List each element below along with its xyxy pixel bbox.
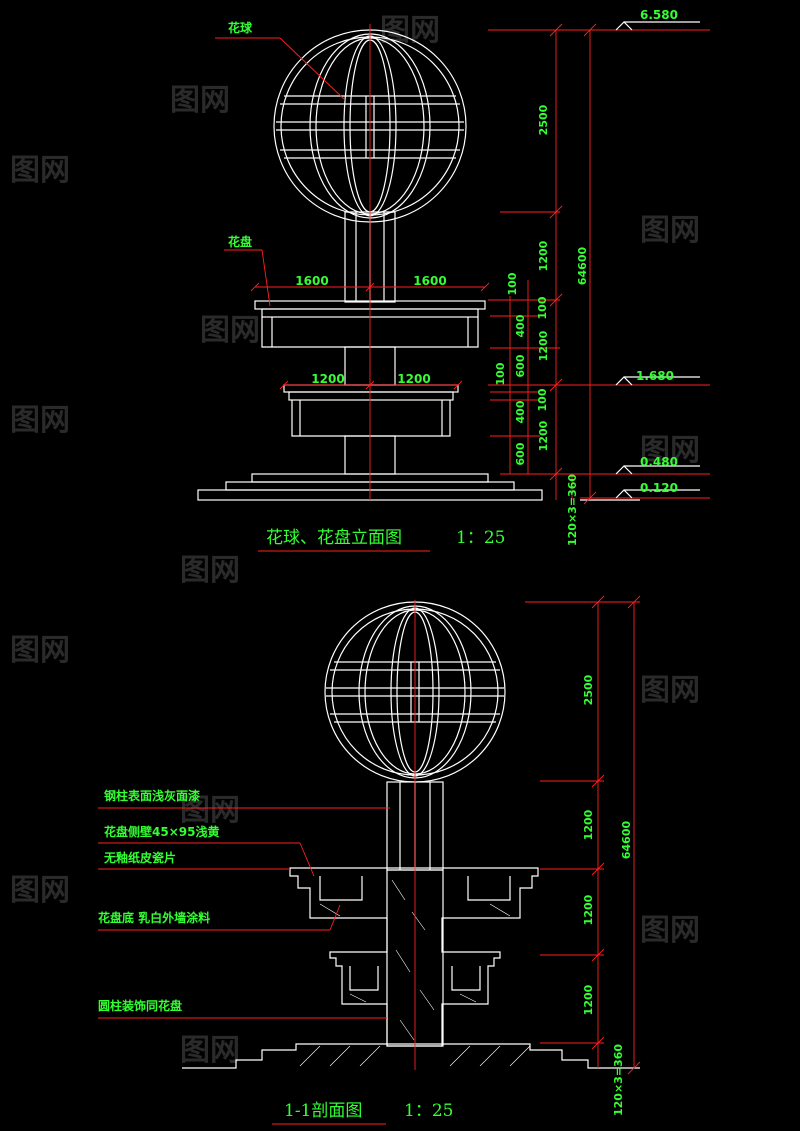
note-leaders bbox=[98, 807, 390, 1019]
dim-inner: 600 bbox=[514, 354, 527, 377]
elev-mark-0480: 0.480 bbox=[640, 455, 678, 469]
watermark: 图网 bbox=[180, 793, 240, 828]
elevation-title: 花球、花盘立面图 bbox=[266, 528, 402, 548]
section-scale: 1：25 bbox=[404, 1101, 453, 1121]
section-base bbox=[182, 1043, 640, 1069]
watermark: 图网 bbox=[10, 873, 70, 908]
section-dim-total: 64600 bbox=[620, 821, 633, 860]
note-tile: 无釉纸皮瓷片 bbox=[103, 850, 176, 865]
dim-inner: 400 bbox=[514, 400, 527, 423]
dim-inner: 100 bbox=[506, 272, 519, 295]
section-dim-upper-tray: 1200 bbox=[582, 894, 595, 925]
section-core bbox=[289, 867, 539, 1047]
dim-inner: 400 bbox=[514, 314, 527, 337]
watermark: 图网 bbox=[10, 633, 70, 668]
section-title: 1-1剖面图 bbox=[284, 1101, 362, 1121]
watermark: 图网 bbox=[640, 673, 700, 708]
dim-inner: 100 bbox=[494, 362, 507, 385]
section-dim-ball: 2500 bbox=[582, 674, 595, 705]
dim-inner: 100 bbox=[536, 388, 549, 411]
dim-upper-left: 1600 bbox=[295, 274, 328, 288]
watermark: 图网 bbox=[10, 403, 70, 438]
watermark: 图网 bbox=[170, 83, 230, 118]
section-vertical-dims bbox=[525, 595, 641, 1075]
dim-lower-right: 1200 bbox=[397, 372, 430, 386]
dim-upper-right: 1600 bbox=[413, 274, 446, 288]
horizontal-dims bbox=[250, 282, 490, 390]
dim-lower-left: 1200 bbox=[311, 372, 344, 386]
watermarks: 图网 图网 图网 图网 图网 图网 图网 图网 图网 图网 图网 图网 图网 图… bbox=[10, 13, 700, 1068]
dim-base: 120×3=360 bbox=[566, 474, 579, 546]
watermark: 图网 bbox=[640, 433, 700, 468]
dim-inner: 600 bbox=[514, 442, 527, 465]
dim-total-height: 64600 bbox=[576, 247, 589, 286]
watermark: 图网 bbox=[180, 553, 240, 588]
vertical-dims bbox=[488, 23, 597, 505]
note-tray-bottom: 花盘底 乳白外墙涂料 bbox=[98, 910, 210, 925]
section-dim-lower-tray: 1200 bbox=[582, 984, 595, 1015]
label-flower-ball: 花球 bbox=[228, 20, 253, 35]
leaders bbox=[215, 37, 346, 307]
watermark: 图网 bbox=[200, 313, 260, 348]
elevation-marks bbox=[488, 21, 710, 499]
note-column-finish: 圆柱装饰同花盘 bbox=[98, 998, 182, 1013]
elev-mark-1680: 1.680 bbox=[636, 369, 674, 383]
note-tray-wall: 花盘侧壁45×95浅黄 bbox=[104, 824, 219, 839]
elevation-scale: 1：25 bbox=[456, 528, 505, 548]
dim-ball-height: 2500 bbox=[537, 104, 550, 135]
dim-inner: 100 bbox=[536, 296, 549, 319]
elevation-drawing: 花球 花盘 1600 1600 1200 1200 bbox=[197, 8, 710, 552]
watermark: 图网 bbox=[380, 13, 440, 48]
section-dim-base: 120×3=360 bbox=[612, 1044, 625, 1116]
dim-stem-height: 1200 bbox=[537, 240, 550, 271]
dim-lower-height: 1200 bbox=[537, 420, 550, 451]
note-steel-column: 钢柱表面浅灰面漆 bbox=[104, 788, 200, 803]
watermark: 图网 bbox=[180, 1033, 240, 1068]
watermark: 图网 bbox=[640, 913, 700, 948]
label-flower-tray: 花盘 bbox=[228, 234, 252, 249]
lower-tray bbox=[283, 384, 459, 437]
dim-tray-height: 1200 bbox=[537, 330, 550, 361]
section-dim-stem: 1200 bbox=[582, 809, 595, 840]
elev-mark-0120: 0.120 bbox=[640, 481, 678, 495]
section-drawing: 钢柱表面浅灰面漆 花盘侧壁45×95浅黄 无釉纸皮瓷片 花盘底 乳白外墙涂料 圆… bbox=[98, 595, 641, 1125]
watermark: 图网 bbox=[640, 213, 700, 248]
watermark: 图网 bbox=[10, 153, 70, 188]
elev-mark-top: 6.580 bbox=[640, 8, 678, 22]
